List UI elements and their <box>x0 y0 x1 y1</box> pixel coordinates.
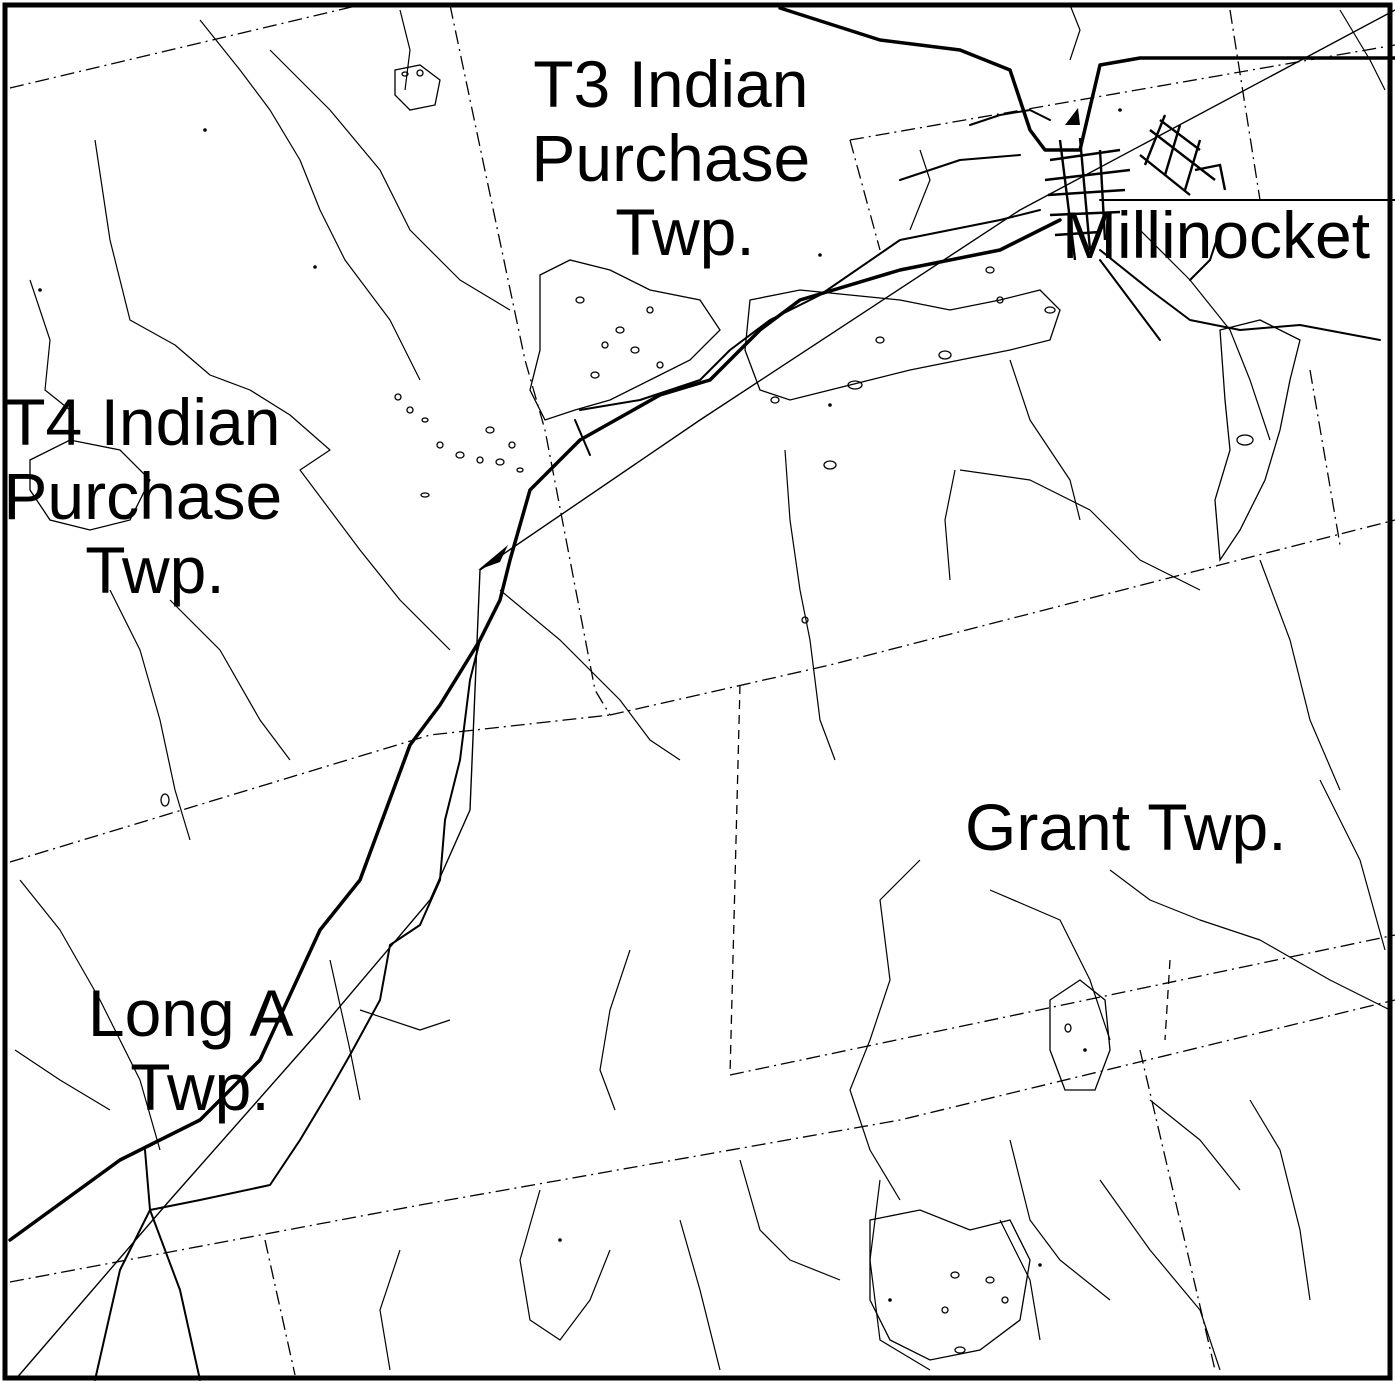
roads <box>8 6 1395 1381</box>
svg-text:T4 Indian Purchase: T4 Indian Purchase Twp. <box>3 385 300 607</box>
lakes <box>29 64 1301 1361</box>
grant-label: Grant Twp. <box>965 790 1287 864</box>
map-labels: T3 Indian Purchase Twp. T4 Indian Purcha… <box>3 47 1370 1124</box>
svg-text:Long A Twp.: Long A Twp. <box>88 976 308 1124</box>
t4-line1: T4 Indian <box>5 385 280 459</box>
longa-line2: Twp. <box>130 1050 269 1124</box>
t3-line2: Purchase <box>531 121 810 195</box>
town-streets <box>1044 114 1227 261</box>
t4-line2: Purchase <box>3 459 282 533</box>
t3-line1: T3 Indian <box>533 47 808 121</box>
svg-text:T3 Indian Purchase: T3 Indian Purchase Twp. <box>531 47 828 269</box>
millinocket-label: Millinocket <box>1062 198 1370 272</box>
ponds <box>38 69 1254 1354</box>
longa-line1: Long A <box>88 976 294 1050</box>
t3-line3: Twp. <box>615 195 754 269</box>
streams <box>14 4 1391 1371</box>
t4-line3: Twp. <box>85 533 224 607</box>
railroad <box>14 9 1395 1381</box>
township-boundaries <box>9 4 1395 1376</box>
arrow-icon <box>478 108 1080 570</box>
